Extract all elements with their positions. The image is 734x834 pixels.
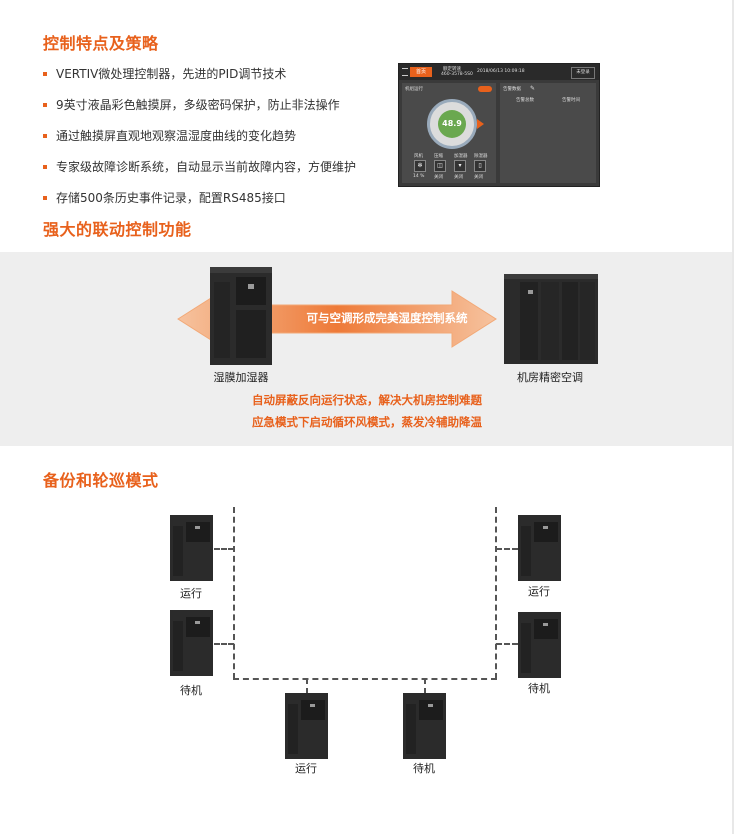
connector-line	[233, 678, 497, 680]
run-panel: 机组运行 48.9 风机 压缩 加湿器 除湿器 ✻ ◫ ▾ ▯ 14 % 关闭 …	[402, 83, 496, 183]
dehumidifier-icon: ▯	[474, 160, 486, 172]
alarm-col-time: 告警时间	[562, 98, 580, 103]
icon-label: 风机	[414, 154, 423, 159]
cabinet-icon	[518, 612, 561, 678]
cabinet-icon	[285, 693, 328, 759]
cabinet-icon	[403, 693, 446, 759]
header-label: 额定转速	[443, 67, 461, 72]
precision-ac-icon	[504, 274, 598, 364]
connector-line	[496, 643, 518, 645]
screen-datetime: 2018/06/13 10:09:18	[477, 69, 525, 74]
alarm-col-total: 告警总数	[516, 98, 534, 103]
precision-ac-label: 机房精密空调	[517, 371, 583, 384]
connector-line	[495, 507, 497, 679]
section-title-backup: 备份和轮巡模式	[43, 471, 159, 490]
feature-list: VERTIV微处理控制器，先进的PID调节技术 9英寸液晶彩色触摸屏，多级密码保…	[43, 58, 356, 213]
icon-label: 加湿器	[454, 154, 468, 159]
icon-value: 关闭	[434, 175, 443, 180]
unit-label-mid-left: 待机	[180, 684, 202, 697]
fan-icon: ✻	[414, 160, 426, 172]
linkage-feature-2: 应急模式下启动循环风模式，蒸发冷辅助降温	[252, 415, 482, 429]
gauge-pointer-icon	[477, 119, 484, 129]
icon-value: 关闭	[474, 175, 483, 180]
humidity-gauge: 48.9	[427, 99, 477, 149]
arrow-text: 可与空调形成完美湿度控制系统	[306, 311, 468, 325]
backup-diagram	[170, 515, 561, 759]
compressor-icon: ◫	[434, 160, 446, 172]
bullet-icon	[43, 164, 47, 169]
menu-icon	[402, 68, 408, 76]
run-panel-title: 机组运行	[405, 87, 423, 92]
feature-item: 通过触摸屏直观地观察温湿度曲线的变化趋势	[43, 120, 356, 151]
humidifier-label: 湿膜加湿器	[213, 371, 269, 384]
linkage-feature-1: 自动屏蔽反向运行状态，解决大机房控制难题	[252, 393, 482, 407]
section-title-control: 控制特点及策略	[43, 34, 159, 53]
alarm-panel: 告警数据 ✎ 告警总数 告警时间	[500, 83, 596, 183]
feature-item: VERTIV微处理控制器，先进的PID调节技术	[43, 58, 356, 89]
connector-line	[233, 507, 235, 679]
toggle-icon	[478, 86, 492, 92]
connector-line	[306, 678, 308, 694]
linkage-band	[0, 252, 732, 446]
header-model: 460-3578-5S0	[441, 72, 473, 77]
humidifier-cabinet-icon	[210, 267, 272, 365]
home-tab: 首页	[410, 67, 432, 77]
bullet-icon	[43, 133, 47, 138]
icon-label: 除湿器	[474, 154, 488, 159]
screen-topbar: 首页 额定转速 460-3578-5S0 2018/06/13 10:09:18…	[399, 64, 599, 80]
feature-item: 9英寸液晶彩色触摸屏，多级密码保护，防止非法操作	[43, 89, 356, 120]
unit-label-mid-right: 待机	[528, 682, 550, 695]
feature-item: 存储500条历史事件记录，配置RS485接口	[43, 182, 356, 213]
icon-label: 压缩	[434, 154, 443, 159]
cabinet-icon	[518, 515, 561, 581]
section-title-linkage: 强大的联动控制功能	[43, 220, 192, 239]
gauge-value: 48.9	[438, 110, 466, 138]
icon-value: 14 %	[413, 174, 425, 179]
connector-line	[214, 643, 234, 645]
cabinet-icon	[170, 515, 213, 581]
feature-item: 专家级故障诊断系统，自动显示当前故障内容，方便维护	[43, 151, 356, 182]
humidifier-icon: ▾	[454, 160, 466, 172]
linkage-diagram	[177, 267, 598, 365]
controller-screen: 首页 额定转速 460-3578-5S0 2018/06/13 10:09:18…	[398, 63, 600, 187]
edit-icon: ✎	[530, 85, 536, 92]
connector-line	[214, 548, 234, 550]
unit-label-top-left: 运行	[180, 587, 202, 600]
unit-label-top-right: 运行	[528, 585, 550, 598]
connector-line	[496, 548, 518, 550]
connector-line	[424, 678, 426, 694]
cabinet-icon	[170, 610, 213, 676]
login-button: 未登录	[571, 67, 595, 79]
bullet-icon	[43, 71, 47, 76]
unit-label-bottom-left: 运行	[295, 762, 317, 775]
bullet-icon	[43, 102, 47, 107]
icon-value: 关闭	[454, 175, 463, 180]
unit-label-bottom-right: 待机	[413, 762, 435, 775]
page-edge	[732, 0, 734, 834]
alarm-panel-title: 告警数据	[503, 87, 521, 92]
bullet-icon	[43, 195, 47, 200]
